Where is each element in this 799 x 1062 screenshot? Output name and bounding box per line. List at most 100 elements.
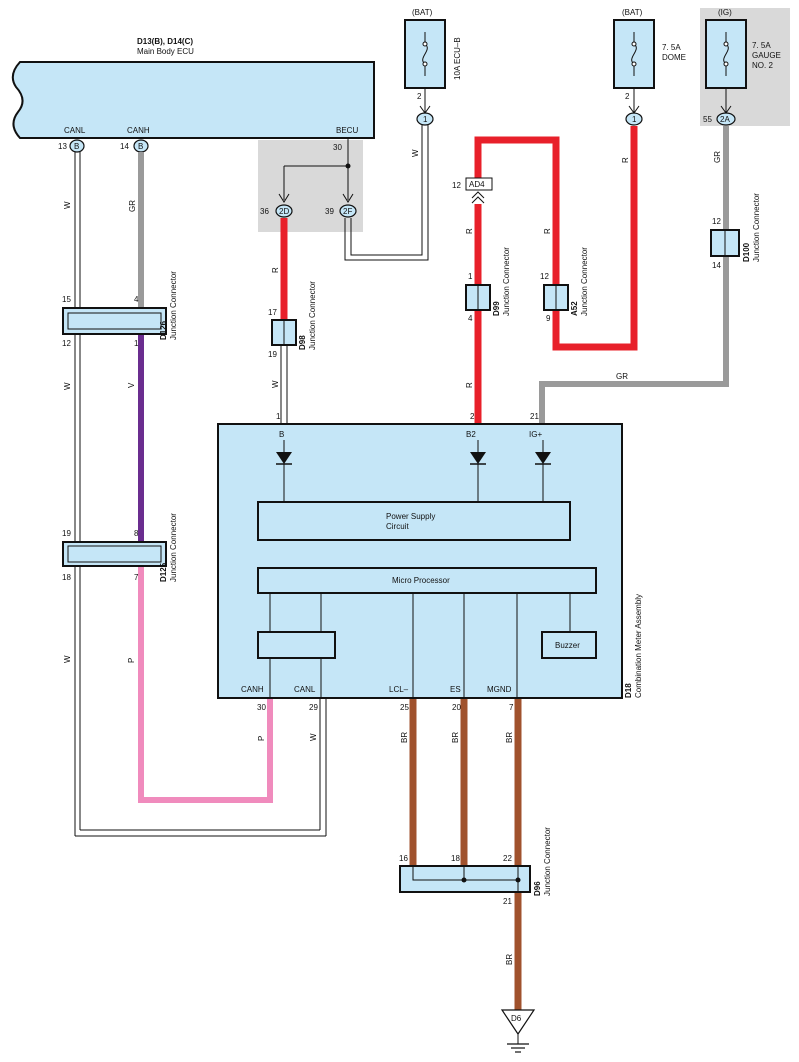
junction-pin: 19	[268, 350, 277, 359]
fuse-connector-code: 1	[632, 115, 637, 124]
fuse-connector-oval	[416, 112, 434, 126]
wire-code: GR	[616, 372, 628, 381]
ecu-connector-oval	[275, 204, 293, 218]
ecu-pin-num: 13	[58, 142, 67, 151]
ecu-pin-label-becu: BECU	[336, 126, 358, 135]
junction-pin: 16	[399, 854, 408, 863]
fuse-dome	[613, 19, 655, 89]
junction-d126	[62, 307, 167, 335]
meter-top-label: IG+	[529, 430, 542, 439]
fuse-connector-code: 1	[423, 115, 428, 124]
ecu-pin-num: 39	[325, 207, 334, 216]
ecu-title: D13(B), D14(C)	[137, 37, 193, 46]
junction-pin: 14	[712, 261, 721, 270]
fuse-connector-oval	[625, 112, 643, 126]
ecu-pin-num: 30	[333, 143, 342, 152]
junction-pin: 4	[134, 295, 139, 304]
meter-top-pin: 2	[470, 412, 475, 421]
ecu-connector-code: 2F	[343, 207, 352, 216]
junction-desc: Junction Connector	[752, 193, 761, 262]
junction-pin: 4	[468, 314, 473, 323]
wire-code: W	[63, 201, 72, 209]
fuse-name-line1: 7. 5A	[662, 43, 681, 52]
junction-id: D125	[159, 562, 168, 582]
wire-code: BR	[505, 954, 514, 965]
junction-pin: 9	[546, 314, 551, 323]
wire-code: R	[465, 228, 474, 234]
fuse-pin: 2	[625, 92, 630, 101]
junction-pin: 18	[451, 854, 460, 863]
junction-pin: 19	[62, 529, 71, 538]
ad4-pin: 12	[452, 181, 461, 190]
fuse-name-line1: 7. 5A	[752, 41, 771, 50]
meter-bottom-label: CANH	[241, 685, 264, 694]
wire-code: P	[127, 658, 136, 663]
fuse-name-line3: NO. 2	[752, 61, 773, 70]
junction-pin: 22	[503, 854, 512, 863]
fuse-source: (BAT)	[622, 8, 643, 17]
meter-name: Combination Meter Assembly	[634, 594, 643, 698]
ecu-connector-code: B	[74, 142, 79, 151]
main-body-ecu-box	[11, 61, 375, 139]
ecu-pin-label-canl: CANL	[64, 126, 86, 135]
power-supply-circuit	[257, 501, 571, 541]
junction-pin: 12	[540, 272, 549, 281]
wire-code: W	[309, 733, 318, 741]
junction-pin: 12	[62, 339, 71, 348]
ecu-pin-label-canh: CANH	[127, 126, 150, 135]
wire-code: P	[257, 736, 266, 741]
meter-bottom-pin: 30	[257, 703, 266, 712]
meter-bottom-label: CANL	[294, 685, 316, 694]
ecu-connector-oval	[339, 204, 357, 218]
junction-pin: 21	[503, 897, 512, 906]
diode-icon	[470, 452, 486, 464]
meter-bottom-label: ES	[450, 685, 461, 694]
junction-pin: 17	[268, 308, 277, 317]
wire-code: R	[465, 382, 474, 388]
junction-desc: Junction Connector	[169, 513, 178, 582]
wire-code: R	[543, 228, 552, 234]
fuse-connector-oval	[716, 112, 736, 126]
wire-code: W	[63, 382, 72, 390]
ad4-name: AD4	[469, 180, 485, 189]
wire-code: W	[411, 149, 420, 157]
junction-desc: Junction Connector	[580, 247, 589, 316]
junction-desc: Junction Connector	[169, 271, 178, 340]
junction-pin: 8	[134, 529, 139, 538]
micro-processor	[257, 567, 597, 594]
fuse-name-line2: GAUGE	[752, 51, 781, 60]
ecu-connector-oval	[69, 139, 85, 153]
meter-top-pin: 1	[276, 412, 281, 421]
junction-id: A52	[570, 301, 579, 316]
wire-code: W	[63, 655, 72, 663]
wire-code: GR	[713, 151, 722, 163]
meter-bottom-label: LCL–	[389, 685, 409, 694]
buzzer-label: Buzzer	[555, 641, 580, 650]
ground-label: D6	[511, 1014, 522, 1023]
fuse-name-line2: DOME	[662, 53, 686, 62]
ecu-pin-num: 14	[120, 142, 129, 151]
power-supply-label-line1: Power Supply	[386, 512, 435, 521]
meter-bottom-pin: 29	[309, 703, 318, 712]
meter-top-label: B	[279, 430, 284, 439]
wire-code: R	[621, 157, 630, 163]
fuse-source: (BAT)	[412, 8, 433, 17]
junction-pin: 12	[712, 217, 721, 226]
ecu-connector-code: B	[138, 142, 143, 151]
meter-bottom-pin: 20	[452, 703, 461, 712]
junction-id: D96	[533, 881, 542, 896]
junction-pin: 1	[134, 339, 139, 348]
wire-code: GR	[128, 200, 137, 212]
ecu-connector-code: 2D	[279, 207, 289, 216]
wire-code: V	[127, 382, 136, 388]
junction-pin: 7	[134, 573, 139, 582]
junction-desc: Junction Connector	[502, 247, 511, 316]
diode-icon	[535, 452, 551, 464]
ecu-subtitle: Main Body ECU	[137, 47, 194, 56]
can-transceiver	[257, 631, 336, 659]
junction-id: D100	[742, 242, 751, 262]
junction-pin: 15	[62, 295, 71, 304]
fuse-name: 10A ECU–B	[453, 37, 462, 80]
junction-id: D99	[492, 301, 501, 316]
